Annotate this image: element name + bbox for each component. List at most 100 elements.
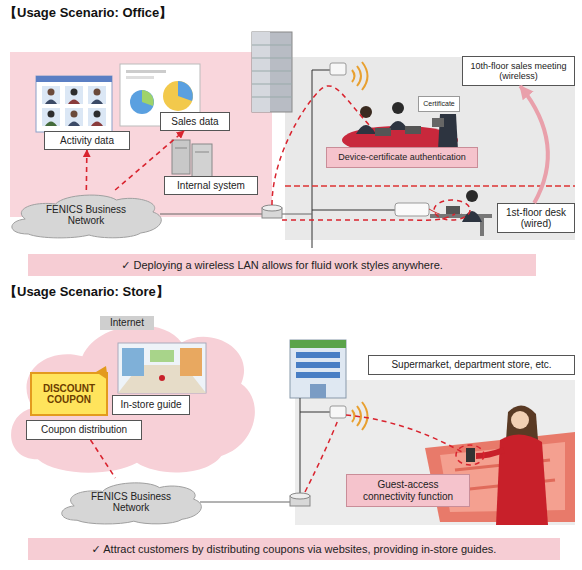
servers — [172, 140, 212, 178]
office-zone — [285, 57, 575, 240]
dashed-paths — [272, 86, 372, 205]
office-building — [252, 71, 292, 72]
dashed-paths — [282, 214, 455, 220]
office-network-wires — [312, 210, 395, 211]
cloud-shape — [12, 195, 161, 238]
location-box: 1st-floor desk (wired) — [497, 203, 575, 233]
node-text: 1st-floor desk (wired) — [498, 207, 574, 230]
move-arrow — [520, 86, 548, 203]
node-text: FENICS Business Network — [81, 491, 182, 514]
store-building — [296, 352, 340, 358]
store-building — [290, 340, 346, 348]
meeting-scene — [432, 118, 444, 127]
dashed-arrow — [115, 131, 184, 190]
office-network-wires — [312, 70, 330, 71]
activity-monitor — [48, 89, 55, 96]
coupon-ribbon — [96, 366, 108, 380]
store-building — [310, 384, 326, 398]
office-network-wires — [262, 205, 282, 211]
node-text: ✓ Deploying a wireless LAN allows for fl… — [118, 259, 446, 272]
node-text: Device-certificate authentication — [335, 152, 469, 162]
node-text: Activity data — [57, 135, 117, 147]
dashed-arrow — [86, 150, 88, 190]
location-box: 10th-floor sales meeting (wireless) — [462, 56, 575, 86]
desk-scene — [446, 206, 460, 214]
activity-monitor — [88, 86, 106, 104]
store-network-wires — [300, 412, 330, 413]
store-network-wires — [200, 502, 300, 503]
activity-monitor — [42, 108, 60, 126]
node-text: Supermarket, department store, etc. — [388, 359, 554, 371]
activity-monitor — [45, 122, 57, 127]
location-box: Supermarket, department store, etc. — [368, 355, 575, 375]
store-zone — [295, 380, 575, 525]
servers — [175, 148, 187, 149]
node-text: Guest-access connectivity function — [347, 479, 469, 502]
store-guide-image — [118, 343, 206, 393]
store-waves — [352, 410, 355, 422]
wireless-waves — [352, 70, 355, 82]
activity-monitor — [71, 89, 78, 96]
activity-monitor — [45, 100, 57, 105]
feature-box: Guest-access connectivity function — [346, 474, 470, 507]
sales-chart — [126, 70, 166, 73]
service-box: In-store guide — [112, 395, 190, 415]
shopper — [496, 434, 548, 525]
store-network-wires — [300, 398, 301, 502]
activity-monitor — [48, 111, 55, 118]
desk-scene — [466, 190, 478, 202]
sales-chart — [142, 90, 154, 106]
activity-monitor — [94, 89, 101, 96]
office-network-wires — [330, 63, 346, 75]
desk-scene — [430, 190, 492, 236]
node-text: FENICS Business Network — [36, 204, 137, 227]
summary-band: ✓ Attract customers by distributing coup… — [28, 538, 560, 560]
shopper — [476, 450, 504, 456]
node-text: 10th-floor sales meeting (wireless) — [463, 61, 574, 82]
store-guide-image — [118, 365, 206, 393]
store-zone — [295, 380, 575, 525]
activity-monitor — [68, 100, 80, 105]
dashed-line — [91, 440, 116, 478]
sales-chart — [126, 76, 154, 79]
store-guide-image — [180, 348, 202, 376]
desk-scene — [462, 211, 482, 222]
activity-monitor — [71, 111, 78, 118]
feature-box: Device-certificate authentication — [326, 147, 478, 168]
activity-monitor — [68, 122, 80, 127]
shopper — [511, 411, 529, 429]
activity-monitor — [65, 86, 83, 104]
meeting-scene — [375, 128, 391, 136]
sales-chart — [178, 81, 193, 101]
node-text: DISCOUNT COUPON — [32, 383, 106, 406]
office-building — [252, 32, 292, 112]
data-box: Sales data — [160, 112, 230, 131]
section-heading: 【Usage Scenario: Store】 — [4, 283, 169, 301]
floor-divider — [285, 186, 575, 187]
node-text: Sales data — [168, 116, 221, 128]
store-network-wires — [290, 493, 310, 499]
activity-monitor — [91, 100, 103, 105]
activity-monitor — [36, 76, 112, 132]
dashed-paths — [456, 445, 484, 465]
node-text: Certificate — [420, 100, 458, 108]
cloud-shape — [62, 483, 202, 524]
node-text: In-store guide — [117, 399, 184, 411]
office-building — [252, 32, 270, 112]
internet-cloud: InternetDISCOUNT COUPONCoupon distributi… — [8, 308, 256, 480]
meeting-scene — [342, 98, 458, 154]
store-building — [290, 340, 346, 398]
activity-monitor — [94, 111, 101, 118]
office-building — [252, 45, 292, 46]
office-network-wires — [312, 70, 313, 248]
sales-chart — [130, 90, 154, 114]
summary-band: ✓ Deploying a wireless LAN allows for fl… — [28, 254, 536, 276]
store-building — [296, 372, 340, 378]
office-building — [252, 32, 292, 112]
office-zone — [10, 52, 272, 217]
activity-monitor — [88, 108, 106, 126]
store-waves — [362, 402, 368, 430]
node-text: ✓ Attract customers by distributing coup… — [89, 543, 500, 556]
